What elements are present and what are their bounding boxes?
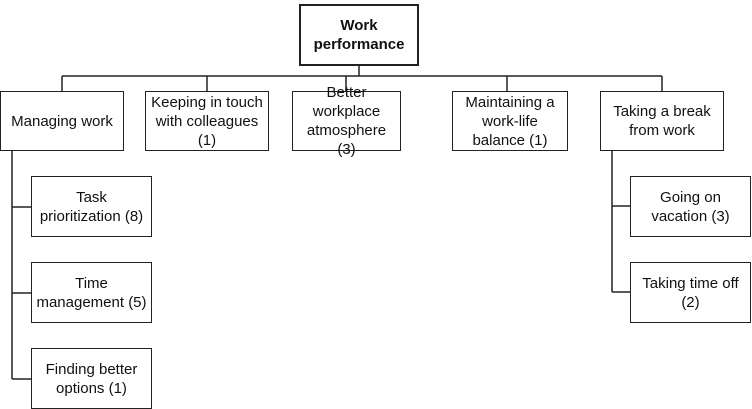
category-line: balance (1) — [472, 131, 548, 149]
category-work-life-balance: Maintaining a work-life balance (1) — [452, 91, 568, 151]
subnode-line: Going on — [660, 188, 721, 206]
category-line: Better workplace — [312, 84, 381, 120]
subnode-taking-time-off: Taking time off (2) — [630, 262, 751, 323]
subnode-line: management (5) — [36, 293, 147, 311]
root-node-work-performance: Work performance — [299, 4, 419, 66]
category-keeping-in-touch: Keeping in touch with colleagues (1) — [145, 91, 269, 151]
subnode-going-on-vacation: Going on vacation (3) — [630, 176, 751, 237]
subnode-line: options (1) — [56, 379, 127, 397]
subnode-line: prioritization (8) — [39, 207, 144, 225]
category-line: Maintaining a — [465, 93, 555, 111]
subnode-line: Finding better — [45, 360, 138, 378]
category-managing-work: Managing work — [0, 91, 124, 151]
subnode-time-management: Time management (5) — [31, 262, 152, 323]
category-line: Taking a break — [613, 103, 711, 120]
category-line: with colleagues — [155, 112, 259, 130]
category-line: work-life — [482, 112, 538, 130]
subnode-line: Time — [75, 274, 108, 292]
root-line2: performance — [313, 36, 405, 53]
subnode-line: vacation (3) — [651, 207, 730, 225]
category-line: (1) — [197, 131, 217, 149]
subnode-line: Task — [76, 188, 107, 206]
subnode-line: Taking time off — [642, 274, 739, 292]
category-taking-a-break: Taking a break from work — [600, 91, 724, 151]
category-line: atmosphere (3) — [306, 122, 387, 158]
root-line1: Work — [340, 17, 378, 34]
subnode-task-prioritization: Task prioritization (8) — [31, 176, 152, 237]
category-better-workplace-atmosphere: Better workplace atmosphere (3) — [292, 84, 401, 158]
category-label: Managing work — [11, 112, 113, 130]
category-line: from work — [629, 122, 695, 139]
category-line: Keeping in touch — [151, 93, 263, 111]
subnode-line: (2) — [681, 293, 700, 311]
subnode-finding-better-options: Finding better options (1) — [31, 348, 152, 409]
